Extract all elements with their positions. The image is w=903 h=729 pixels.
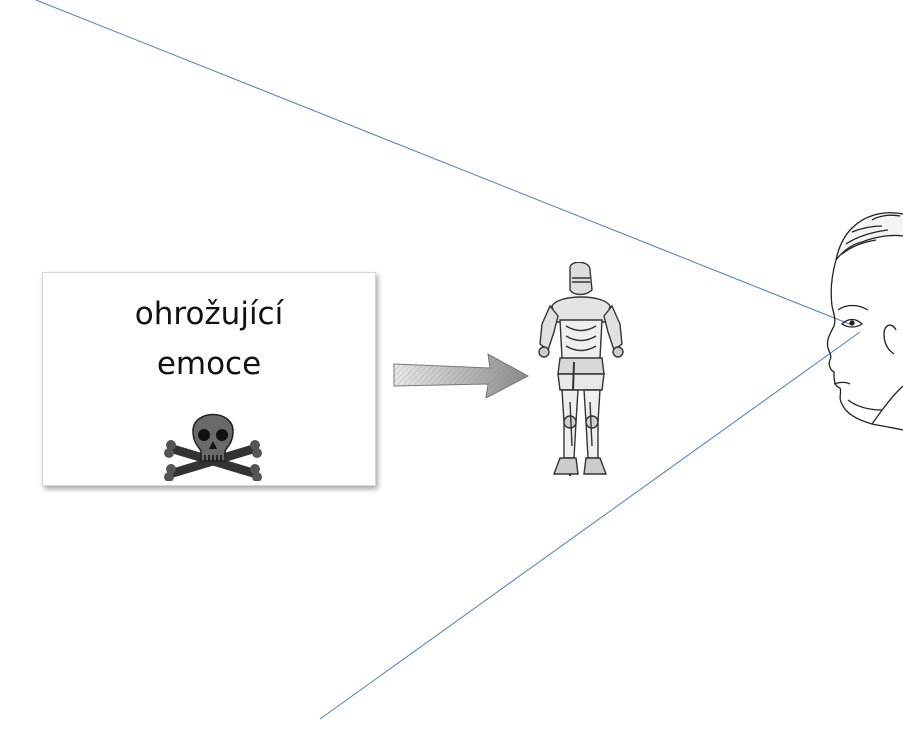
skull-crossbones-icon (164, 413, 262, 481)
card-label-line2: emoce (156, 346, 262, 382)
threatening-emotion-card: ohrožující emoce (42, 272, 376, 486)
card-label-line1: ohrožující (134, 296, 284, 332)
right-arrow-icon (393, 353, 530, 399)
armored-knight (538, 262, 624, 477)
profile-head (826, 212, 903, 431)
sight-line-lower (319, 331, 861, 720)
sight-line-upper (35, 0, 853, 326)
